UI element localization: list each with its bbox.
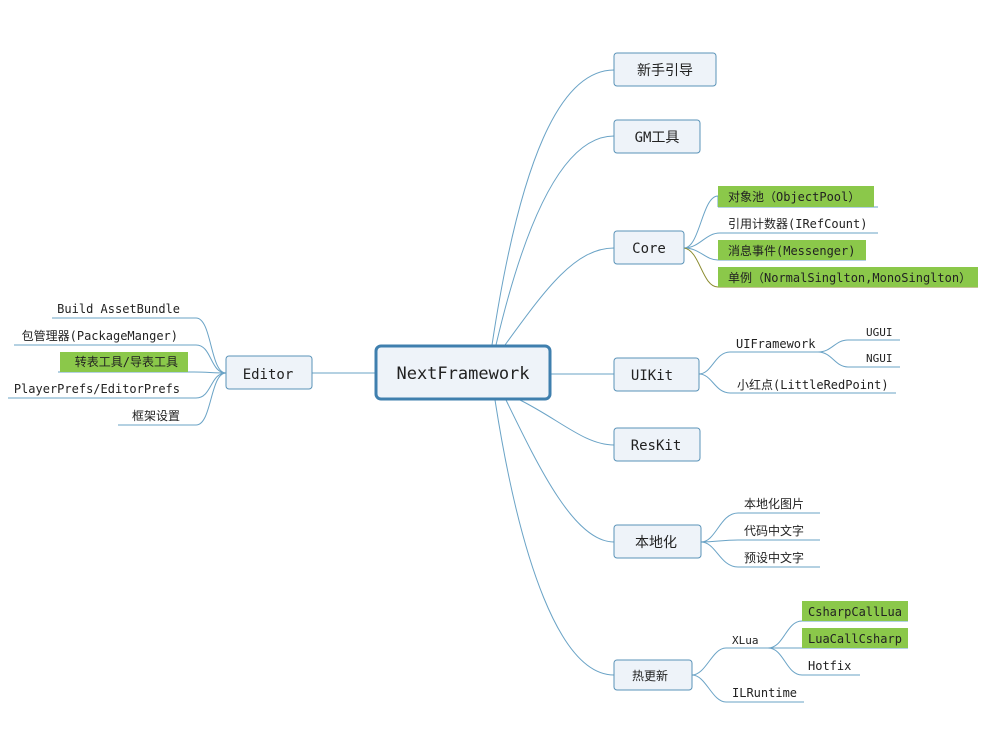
leaf-core-irefcount[interactable]: 引用计数器(IRefCount) (728, 216, 867, 231)
edge-core-0 (683, 195, 719, 249)
edge-gm (495, 135, 615, 346)
leaf-ugui[interactable]: UGUI (866, 326, 893, 339)
node-gm-label: GM工具 (635, 130, 680, 146)
leaf-ngui[interactable]: NGUI (866, 352, 893, 365)
edge-xlua-0 (767, 620, 803, 649)
node-hotfix[interactable]: 热更新 (613, 659, 693, 691)
node-local-box[interactable] (613, 524, 702, 559)
leaf-editor-prefs[interactable]: PlayerPrefs/EditorPrefs (14, 382, 180, 396)
node-reskit-box[interactable] (613, 427, 701, 462)
edge-uiframework (698, 351, 731, 375)
edge-local-1 (700, 539, 739, 543)
highlight-objectpool (718, 186, 874, 207)
edge-core-3 (683, 247, 719, 288)
node-xinshou-label: 新手引导 (637, 63, 693, 79)
leaf-core-messenger[interactable]: 消息事件(Messenger) (728, 243, 855, 258)
leaf-xlua[interactable]: XLua (732, 634, 759, 647)
edge-hotfix (494, 399, 615, 676)
edge-editor-0 (195, 317, 227, 374)
root-node[interactable]: NextFramework (374, 344, 552, 401)
node-core[interactable]: Core (613, 230, 685, 265)
edge-ngui (817, 351, 849, 368)
edge-xinshou (491, 69, 615, 346)
edge-xlua (691, 647, 727, 676)
edge-core-2 (683, 247, 719, 261)
leaf-local-prefab[interactable]: 预设中文字 (744, 550, 804, 565)
edge-reskit (519, 399, 615, 446)
node-hotfix-box[interactable] (613, 659, 693, 691)
node-editor[interactable]: Editor (225, 355, 313, 390)
edge-editor-1 (195, 344, 227, 374)
edge-xlua-2 (767, 647, 803, 676)
node-core-box[interactable] (613, 230, 685, 265)
edge-core (504, 247, 615, 346)
node-local[interactable]: 本地化 (613, 524, 702, 559)
root-node-label: NextFramework (396, 364, 529, 384)
node-uikit-label: UIKit (631, 368, 673, 384)
highlight-luacallcsharp (802, 628, 908, 648)
edge-local-0 (700, 512, 739, 543)
leaf-core-singleton[interactable]: 单例（NormalSinglton,MonoSinglton） (728, 271, 971, 285)
node-core-label: Core (632, 241, 666, 257)
node-gm[interactable]: GM工具 (613, 119, 701, 154)
highlight-csharpcalllua (802, 601, 908, 621)
edge-editor-4 (195, 372, 227, 426)
leaf-reddot[interactable]: 小红点(LittleRedPoint) (737, 377, 889, 392)
node-uikit-box[interactable] (613, 357, 700, 392)
leaf-local-image[interactable]: 本地化图片 (744, 497, 804, 511)
node-reskit-label: ResKit (631, 438, 682, 454)
highlight-messenger (718, 240, 866, 260)
root-node-box[interactable] (374, 344, 552, 401)
leaf-ilruntime[interactable]: ILRuntime (732, 686, 797, 700)
edge-local-2 (700, 541, 739, 568)
node-xinshou[interactable]: 新手引导 (613, 52, 717, 87)
edge-ugui (817, 339, 849, 353)
edge-editor-3 (195, 372, 227, 399)
leaf-luacallcsharp[interactable]: LuaCallCsharp (808, 632, 902, 646)
leaf-editor-biaotool[interactable]: 转表工具/导表工具 (75, 354, 178, 369)
leaf-local-code[interactable]: 代码中文字 (744, 523, 804, 538)
edge-ilruntime (691, 674, 727, 703)
highlights (60, 186, 978, 648)
node-reskit[interactable]: ResKit (613, 427, 701, 462)
node-gm-box[interactable] (613, 119, 701, 154)
leaf-csharpcalllua[interactable]: CsharpCallLua (808, 605, 902, 619)
leaf-hotfix[interactable]: Hotfix (808, 659, 851, 673)
leaf-uiframework[interactable]: UIFramework (736, 337, 816, 351)
node-hotfix-label: 热更新 (632, 668, 668, 683)
local-edges (700, 512, 820, 568)
edge-core-1 (683, 232, 721, 249)
node-local-label: 本地化 (635, 535, 677, 551)
node-xinshou-box[interactable] (613, 52, 717, 87)
uikit-edges (698, 339, 900, 394)
root-edges (312, 69, 615, 676)
leaf-core-objectpool[interactable]: 对象池（ObjectPool） (728, 190, 860, 204)
highlight-singleton (718, 267, 978, 287)
leaf-editor-assetbundle[interactable]: Build AssetBundle (57, 302, 180, 316)
edge-reddot (698, 373, 731, 394)
edge-local (505, 399, 615, 543)
node-editor-box[interactable] (225, 355, 313, 390)
highlight-biaotool (60, 352, 188, 372)
leaf-editor-settings[interactable]: 框架设置 (132, 409, 180, 423)
node-editor-label: Editor (243, 367, 294, 383)
node-uikit[interactable]: UIKit (613, 357, 700, 392)
leaf-editor-package[interactable]: 包管理器(PackageManger) (22, 328, 178, 343)
